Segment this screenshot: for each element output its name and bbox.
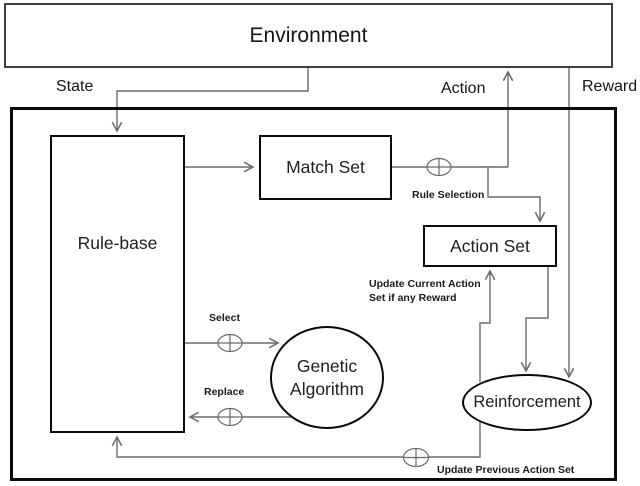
system-boundary-box: [10, 107, 617, 481]
actionset-to-reinforcement-connector: [520, 266, 549, 373]
update-previous-connector: [111, 421, 481, 458]
edge-label-update-current-line2: Set if any Reward: [369, 292, 457, 304]
edge-label-update-current-line1: Update Current Action: [369, 278, 481, 290]
reward-label: Reward: [582, 78, 638, 95]
reinforcement-to-actionset-connector: [479, 269, 496, 382]
replace-plus-icon: [217, 407, 243, 427]
rule-base-box: Rule-base: [50, 135, 185, 433]
update-previous-plus-icon: [402, 447, 430, 468]
state-label: State: [56, 78, 94, 95]
ruleselection-to-actionset-connector: [487, 167, 546, 223]
rule-base-label: Rule-base: [77, 233, 158, 253]
match-set-box: Match Set: [259, 135, 392, 200]
rule-selection-plus-icon: [426, 157, 452, 177]
edge-label-rule-selection: Rule Selection: [412, 189, 485, 201]
action-label: Action: [441, 80, 486, 97]
edge-label-select: Select: [209, 312, 240, 324]
select-plus-icon: [217, 333, 243, 353]
edge-label-update-current: Update Current Action Set if any Reward: [369, 277, 481, 305]
state-connector: [111, 68, 309, 133]
genetic-algorithm-circle: Genetic Algorithm: [270, 326, 384, 429]
edge-label-replace: Replace: [204, 386, 245, 398]
environment-box: Environment: [4, 3, 613, 68]
reinforcement-ellipse: Reinforcement: [462, 374, 592, 431]
edge-label-update-previous: Update Previous Action Set: [437, 464, 575, 476]
action-set-box: Action Set: [423, 225, 557, 267]
